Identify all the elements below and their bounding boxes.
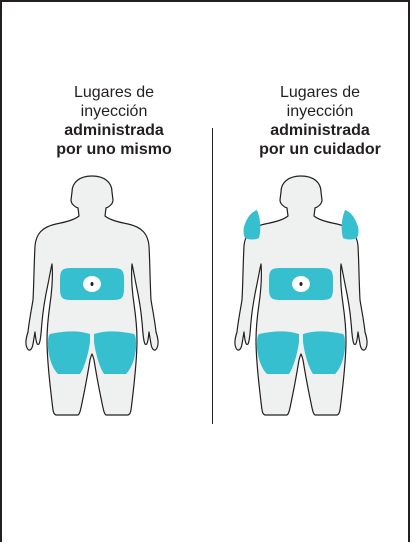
title-line-bold: por uno mismo bbox=[56, 141, 172, 158]
title-line: inyección bbox=[80, 103, 148, 120]
self-injection-title: Lugares de inyección administrada por un… bbox=[36, 83, 192, 159]
title-line-bold: administrada bbox=[270, 122, 370, 139]
title-line-bold: administrada bbox=[64, 122, 164, 139]
title-line-bold: por un cuidador bbox=[259, 141, 381, 158]
title-line: Lugares de bbox=[73, 84, 155, 101]
left-thigh-injection-site bbox=[48, 331, 90, 374]
panel-divider bbox=[212, 128, 213, 424]
navel-dot bbox=[299, 282, 303, 286]
title-line: inyección bbox=[286, 103, 354, 120]
right-thigh-injection-site bbox=[94, 331, 136, 374]
caregiver-injection-title: Lugares de inyección administrada por un… bbox=[236, 83, 404, 159]
self-injection-body-diagram bbox=[25, 175, 159, 416]
left-thigh-injection-site bbox=[257, 331, 299, 374]
right-upper-arm-injection-site bbox=[341, 210, 359, 240]
caregiver-injection-body-diagram bbox=[234, 175, 368, 416]
right-thigh-injection-site bbox=[303, 331, 345, 374]
navel-dot bbox=[90, 282, 94, 286]
left-upper-arm-injection-site bbox=[243, 210, 261, 240]
title-line: Lugares de bbox=[279, 84, 361, 101]
